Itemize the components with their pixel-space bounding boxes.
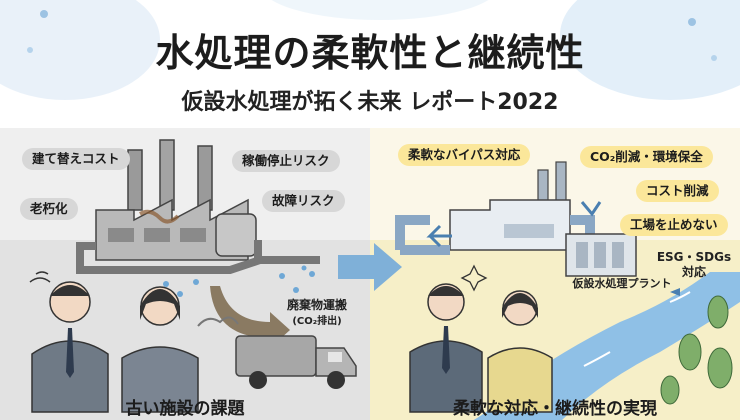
tag-rebuild-cost: 建て替えコスト xyxy=(22,148,130,170)
water-drop-icon xyxy=(27,10,717,61)
tag-flexible-bypass: 柔軟なバイパス対応 xyxy=(398,144,531,166)
worried-workers-illustration xyxy=(29,271,199,413)
waste-transport-label: 廃棄物運搬 (CO₂排出) xyxy=(272,298,362,329)
page-subtitle: 仮設水処理が拓く未来 レポート2022 xyxy=(181,90,559,115)
esg-sdgs-line2: 対応 xyxy=(681,265,706,279)
confident-workers-illustration xyxy=(409,264,553,413)
esg-sdgs-label: ESG・SDGs 対応 xyxy=(654,250,734,280)
waste-transport-arrow xyxy=(210,286,290,348)
tag-cost-reduction: コスト削減 xyxy=(636,180,719,202)
temporary-plant-label: 仮設水処理プラント xyxy=(572,277,672,290)
old-factory-illustration xyxy=(76,139,320,274)
tag-aging: 老朽化 xyxy=(20,198,78,220)
esg-sdgs-line1: ESG・SDGs xyxy=(656,250,732,264)
tag-shutdown-risk: 稼働停止リスク xyxy=(232,150,340,172)
right-caption: 柔軟な対応・継続性の実現 xyxy=(453,399,657,419)
waste-transport-title: 廃棄物運搬 xyxy=(286,298,347,312)
modern-factory-illustration xyxy=(395,161,637,277)
leaking-water-drops xyxy=(163,265,315,297)
tag-co2-reduction: CO₂削減・環境保全 xyxy=(580,146,713,168)
header-band xyxy=(0,0,740,128)
tag-failure-risk: 故障リスク xyxy=(262,190,345,212)
watercolor-splash-top xyxy=(260,0,500,20)
tag-no-factory-stop: 工場を止めない xyxy=(620,214,728,236)
left-caption: 古い施設の課題 xyxy=(125,399,245,419)
waste-transport-sub: (CO₂排出) xyxy=(292,316,342,327)
transition-arrow-icon xyxy=(338,243,402,291)
garbage-truck-illustration xyxy=(197,316,357,389)
page-title: 水処理の柔軟性と継続性 xyxy=(155,31,585,75)
